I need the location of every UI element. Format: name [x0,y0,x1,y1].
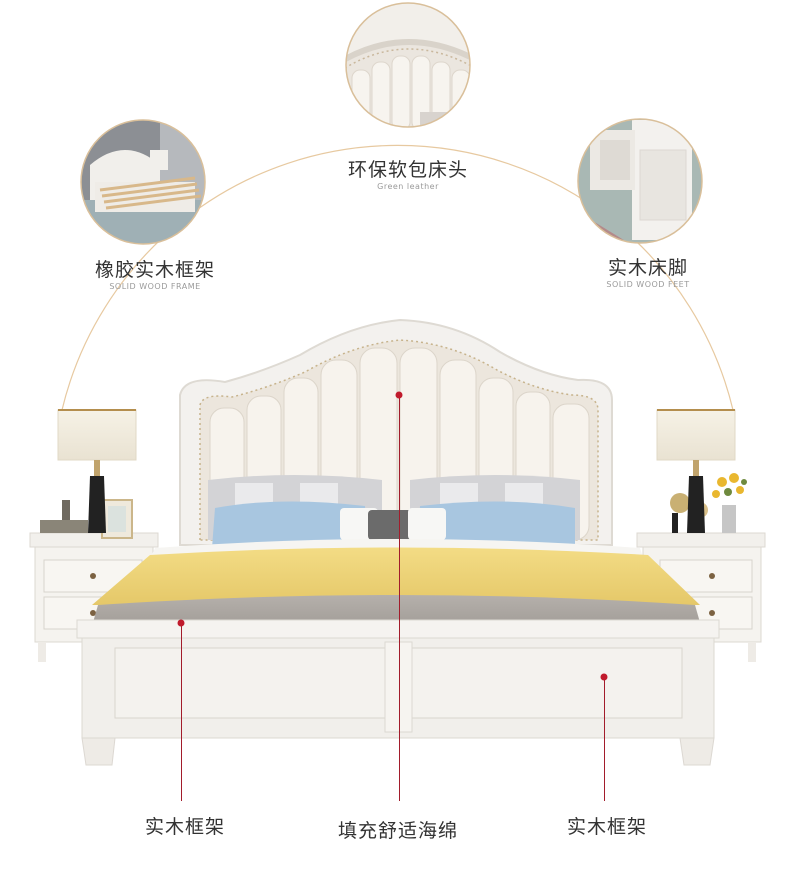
feet-callout-title: 实木床脚 [607,257,689,279]
headboard-detail-photo [346,3,470,127]
left-lamp [57,409,137,533]
bottom-label-center: 填充舒适海绵 [337,820,459,842]
footboard [76,619,720,766]
pointer-dot-right [600,673,608,681]
pointer-line-center [399,395,400,801]
pointer-line-left [181,623,182,801]
right-lamp [656,409,736,533]
frame-callout-subtitle: SOLID WOOD FRAME [109,282,201,291]
headboard-callout-title: 环保软包床头 [347,159,469,181]
decorative-arc [61,144,734,411]
pillows [208,475,580,548]
bottom-label-right: 实木框架 [566,816,648,838]
pointer-dot-center [395,391,403,399]
feet-callout-subtitle: SOLID WOOD FEET [606,280,690,289]
feet-detail-photo [578,119,702,243]
headboard-callout-subtitle: Green leather [377,182,439,191]
bottom-label-left: 实木框架 [144,816,226,838]
frame-callout-title: 橡胶实木框架 [94,259,216,281]
pointer-dot-left [177,619,185,627]
pointer-line-right [604,677,605,801]
